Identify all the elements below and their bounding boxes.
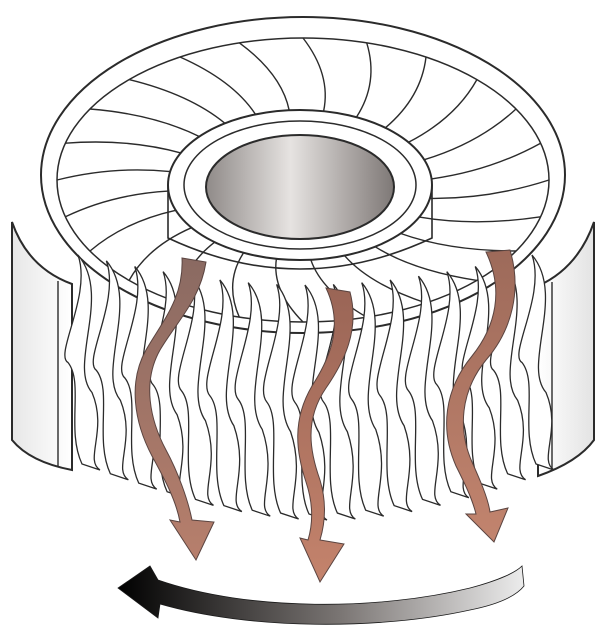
left-casing-wall (12, 222, 72, 470)
hub-bore (206, 135, 394, 239)
